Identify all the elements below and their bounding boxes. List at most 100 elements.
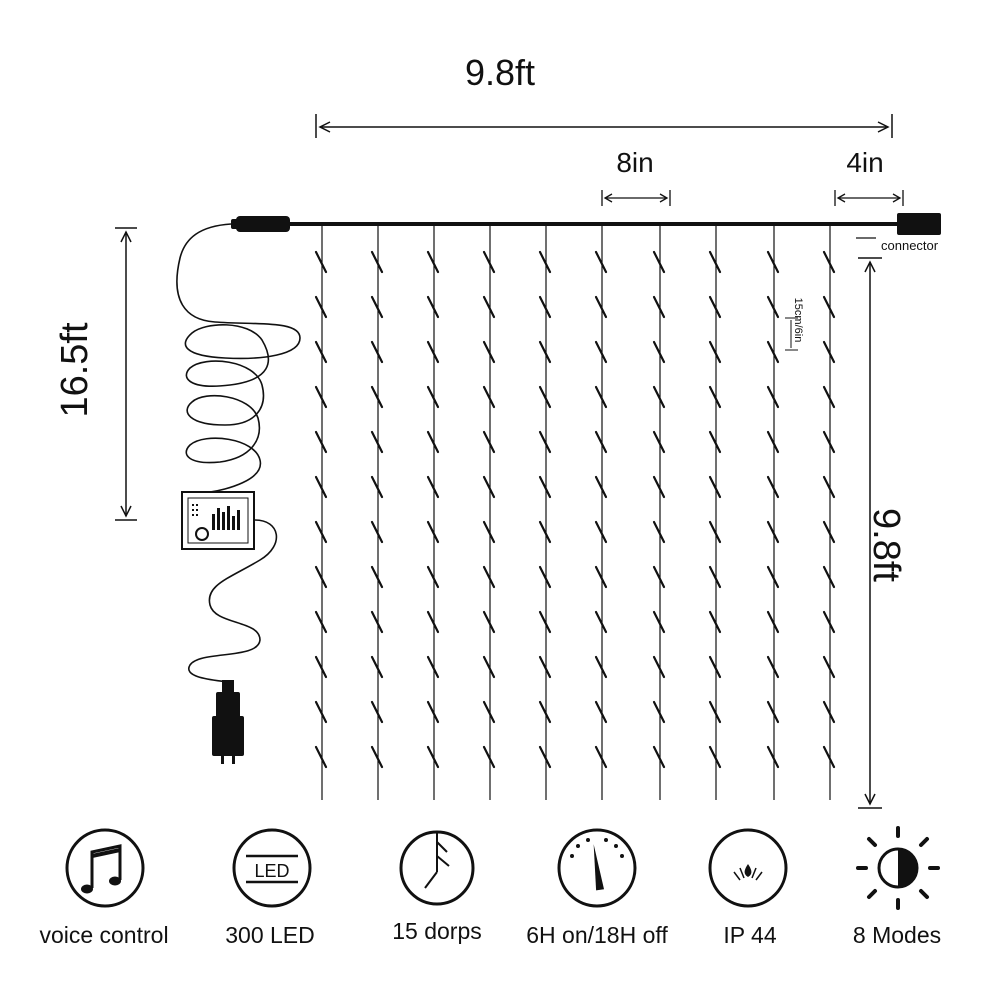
led-bulb [370,520,384,544]
top-wire [231,213,941,239]
led-bulb [314,430,328,454]
feature-drops-label: 15 dorps [392,918,482,944]
led-bulb [652,745,666,769]
waterproof-icon [708,828,788,908]
drop-spacing-dimension [785,317,798,351]
led-bulb [538,565,552,589]
end-spacing-label: 4in [846,147,884,178]
sun-moon-icon [856,826,940,910]
led-bulb [370,610,384,634]
led-bulb [708,475,722,499]
led-bulb [314,520,328,544]
led-bulb [538,430,552,454]
led-bulb [652,520,666,544]
led-bulb [482,655,496,679]
led-bulb [370,700,384,724]
led-bulb [538,610,552,634]
led-bulb [370,340,384,364]
led-bulb [766,250,780,274]
led-bulb [482,340,496,364]
led-bulb [766,565,780,589]
lead-cable-dimension [115,227,137,521]
led-bulb [594,745,608,769]
led-bulb [708,565,722,589]
led-bulb [426,250,440,274]
lead-cable-lower [188,519,278,683]
led-bulb [482,700,496,724]
led-bulb [766,295,780,319]
led-bulb [314,475,328,499]
led-bulb [766,340,780,364]
led-bulb [766,475,780,499]
led-bulb [482,565,496,589]
led-bulb [538,250,552,274]
timer-gauge-icon [557,828,637,908]
led-bulb [766,745,780,769]
led-icon-text: LED [254,861,289,881]
feature-ip-rating-label: IP 44 [723,922,777,948]
led-bulb [594,295,608,319]
led-bulb [426,385,440,409]
string-length-label: 9.8ft [865,508,907,582]
led-bulb [766,430,780,454]
led-bulb [708,745,722,769]
led-bulb [594,340,608,364]
led-bulb [314,385,328,409]
led-bulb [426,745,440,769]
led-spacing-label: 8in [616,147,654,178]
led-bulb [766,655,780,679]
led-bulb [594,250,608,274]
led-bulb [426,700,440,724]
led-bulb [822,745,836,769]
led-bulb [652,430,666,454]
led-bulb [426,610,440,634]
led-bulb [652,565,666,589]
led-bulb [482,520,496,544]
led-bulb [708,430,722,454]
led-bulb [652,655,666,679]
power-plug [212,680,244,764]
led-bulb [594,430,608,454]
music-note-icon [65,828,145,908]
led-bulb [708,295,722,319]
led-bulb [652,610,666,634]
led-bulb [594,655,608,679]
led-bulb [594,610,608,634]
led-bulb [822,295,836,319]
string-length-dimension [858,257,882,809]
controller-box [181,491,255,550]
led-bulb [314,340,328,364]
led-bulb [822,250,836,274]
led-bulb [426,295,440,319]
led-bulb [426,520,440,544]
spacing-8in-dimension [601,190,671,206]
led-bulb [314,250,328,274]
led-bulb [708,385,722,409]
led-bulb [370,565,384,589]
led-bulb [766,385,780,409]
led-bulb [822,565,836,589]
led-bulb [538,385,552,409]
led-bulb [370,430,384,454]
led-bulb [482,295,496,319]
led-bulb [708,340,722,364]
led-bulb [708,700,722,724]
led-bulb [426,655,440,679]
led-bulb [594,475,608,499]
led-bulb [822,655,836,679]
led-bulb [370,475,384,499]
led-bulb [314,745,328,769]
feature-timer-label: 6H on/18H off [526,922,668,948]
led-bulb [652,385,666,409]
led-bulb [538,745,552,769]
led-bulb [482,250,496,274]
led-bulb [482,745,496,769]
led-bulb [538,475,552,499]
led-strands [314,226,836,800]
led-bulb [538,520,552,544]
led-bulb [652,700,666,724]
led-bulb [822,475,836,499]
led-bulb [594,385,608,409]
spacing-4in-dimension [834,190,904,206]
led-bulb [652,475,666,499]
